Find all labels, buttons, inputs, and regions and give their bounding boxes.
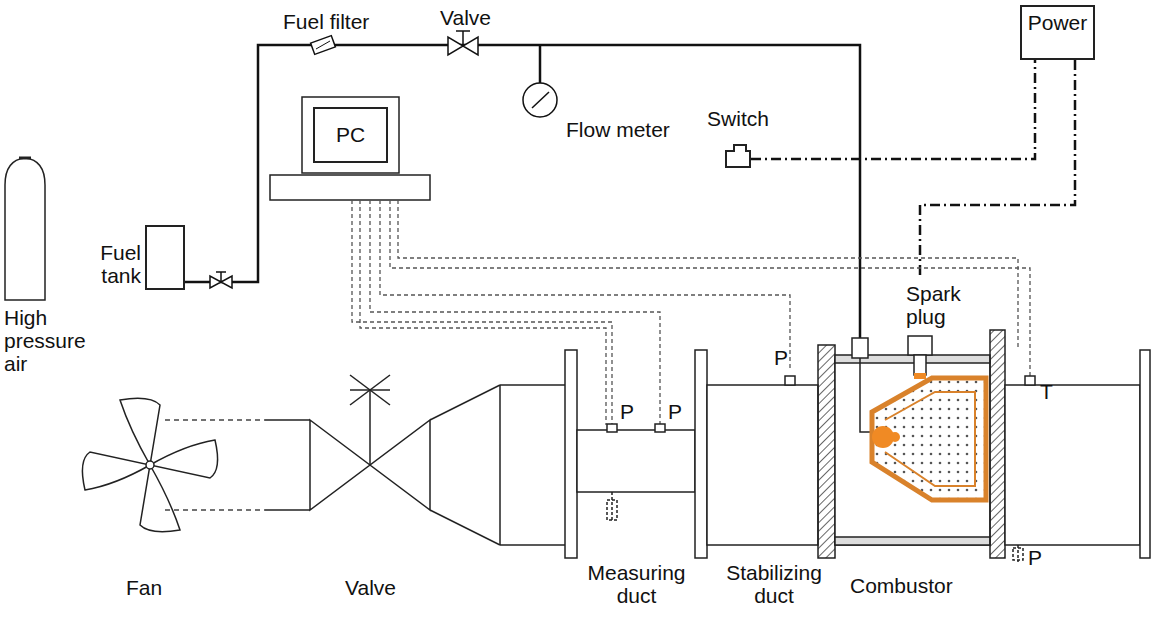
drawing-stroke <box>19 157 31 160</box>
drawing-stroke <box>695 350 707 558</box>
drawing-stroke <box>611 492 613 520</box>
drawing-stroke <box>990 330 1005 558</box>
node-label: PC <box>336 123 365 146</box>
drawing-stroke <box>785 376 795 385</box>
drawing-stroke <box>430 385 500 420</box>
switch-box: Switch <box>725 150 751 168</box>
switch-button <box>733 144 747 152</box>
part-label: Stabilizing duct <box>710 561 838 607</box>
drawing-stroke <box>914 355 926 375</box>
drawing-stroke <box>216 271 226 273</box>
drawing-stroke <box>852 338 868 358</box>
drawing-stroke <box>607 500 617 520</box>
drawing-stroke <box>890 432 900 442</box>
drawing-stroke <box>885 392 975 486</box>
power-box: Power <box>1020 5 1095 60</box>
drawing-stroke <box>499 385 501 545</box>
sensor-label: P <box>620 400 640 423</box>
drawing-stroke <box>835 360 990 545</box>
sensor-label: P <box>774 346 794 369</box>
pc-base <box>270 175 430 200</box>
drawing-stroke <box>380 200 790 370</box>
drawing-stroke <box>818 345 835 558</box>
drawing-stroke <box>707 385 818 545</box>
node-label: Switch <box>693 107 783 130</box>
part-label: Measuring duct <box>578 561 695 607</box>
drawing-stroke <box>1013 548 1023 560</box>
node-label: Power <box>1022 7 1093 34</box>
pressure-taps <box>607 376 1035 562</box>
power-wire <box>751 60 1035 159</box>
drawing-stroke <box>82 452 150 490</box>
drawing-stroke <box>350 375 390 405</box>
fuel-filter-symbol <box>311 36 336 55</box>
drawing-stroke <box>370 200 660 425</box>
drawing-stroke <box>500 384 565 386</box>
monitor-casing <box>302 97 399 173</box>
drawing-stroke <box>165 509 265 510</box>
drawing-stroke <box>607 424 617 432</box>
drawing-stroke <box>456 30 470 32</box>
drawing-stroke <box>146 461 154 469</box>
drawing-stroke <box>1140 350 1150 558</box>
drawing-stroke <box>265 419 310 421</box>
drawing-stroke <box>577 430 695 492</box>
drawing-stroke <box>220 272 222 282</box>
sensor-label: P <box>1028 546 1048 569</box>
sensor-label: P <box>668 400 688 423</box>
part-label: Valve <box>440 6 500 29</box>
drawing-stroke <box>369 390 371 465</box>
drawing-stroke <box>655 424 665 432</box>
fuel-line <box>185 45 860 340</box>
drawing-stroke <box>316 41 330 49</box>
drawing-stroke <box>140 465 180 532</box>
ignition-wire <box>920 60 1075 275</box>
drawing-stroke <box>1005 385 1140 545</box>
drawing-stroke <box>350 375 390 405</box>
fan <box>82 398 217 531</box>
spark-plug-symbol <box>908 336 932 375</box>
part-label: Fuel filter <box>283 10 403 33</box>
main-valve <box>265 375 565 545</box>
sensor-label: T <box>1040 380 1060 403</box>
part-label: Flow meter <box>566 118 686 141</box>
part-label: Valve <box>345 576 415 599</box>
drawing-stroke <box>150 440 218 478</box>
drawing-stroke <box>462 31 464 46</box>
drawing-stroke <box>908 336 932 355</box>
drawing-stroke <box>120 398 160 465</box>
drawing-stroke <box>350 389 390 391</box>
drawing-stroke <box>398 200 1018 350</box>
part-label: High pressure air <box>4 306 96 375</box>
drawing-stroke <box>565 350 577 558</box>
fan-outlet <box>165 420 265 510</box>
part-label: Fan <box>126 576 186 599</box>
drawing-stroke <box>835 537 990 545</box>
drawing-stroke <box>390 200 1030 376</box>
part-label: Combustor <box>850 574 980 597</box>
drawing-stroke <box>500 544 565 546</box>
flame-holder <box>872 373 986 500</box>
drawing-stroke <box>539 45 542 83</box>
drawing-stroke <box>165 419 265 420</box>
part-label: Spark plug <box>906 282 970 328</box>
drawing-stroke <box>265 509 310 511</box>
drawing-stroke <box>532 92 549 108</box>
drawing-stroke <box>1025 376 1035 385</box>
power-wire-line <box>751 60 1035 159</box>
drawing-stroke <box>914 373 926 379</box>
drawing-stroke <box>430 510 500 545</box>
duct-line <box>565 330 1150 558</box>
air-cylinder <box>5 158 45 300</box>
drawing-stroke <box>872 378 986 500</box>
drawing-stroke <box>185 45 860 340</box>
flow-meter-symbol <box>523 83 557 117</box>
node-label: Fuel tank <box>83 241 141 287</box>
pc-screen: PC <box>313 107 388 163</box>
fuel-tank: Fuel tank <box>145 225 185 290</box>
